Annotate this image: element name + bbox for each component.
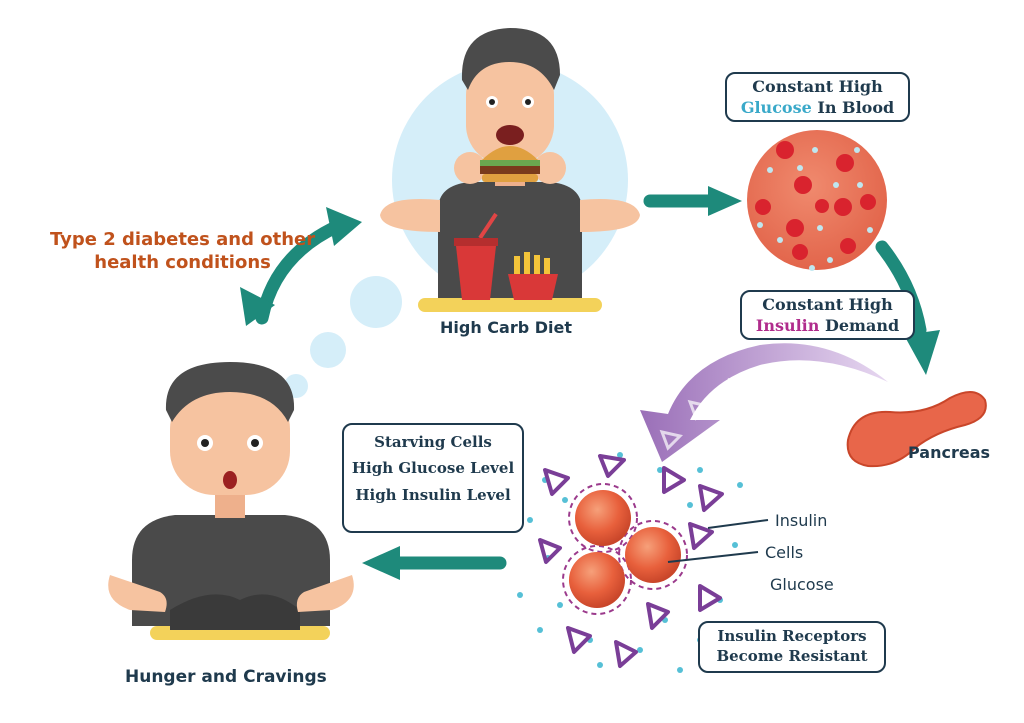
fries-icon xyxy=(508,252,558,300)
insulin-demand-box: Constant High Insulin Demand xyxy=(740,290,915,340)
purple-arrow xyxy=(640,343,888,462)
type2-line-2: health conditions xyxy=(94,252,271,274)
starving-line-1: Starving Cells xyxy=(374,433,492,451)
glucose-box-line-1: Constant High xyxy=(752,77,883,96)
mouth-bottom xyxy=(223,471,237,489)
hand-left xyxy=(454,152,486,184)
hair xyxy=(461,28,560,90)
thought-bubbles xyxy=(284,276,402,398)
right-arm xyxy=(580,199,640,232)
insulin-receptors-box: Insulin Receptors Become Resistant xyxy=(698,621,886,673)
glucose-particles xyxy=(757,147,873,271)
table-top xyxy=(418,298,602,312)
insulin-pointer xyxy=(707,519,769,529)
pancreas-label: Pancreas xyxy=(908,443,991,462)
receptors-line-1: Insulin Receptors xyxy=(717,627,867,645)
drink-icon xyxy=(454,212,498,300)
receptor-ring-2 xyxy=(618,520,688,590)
glucose-box-line-2: In Blood xyxy=(811,97,895,117)
insulin-box-line-1: Constant High xyxy=(762,295,893,314)
head xyxy=(466,55,554,165)
left-arm xyxy=(380,199,440,232)
head-bottom xyxy=(170,385,290,495)
type2-line-1: Type 2 diabetes and other xyxy=(50,229,316,250)
glucose-label: Glucose xyxy=(770,575,834,594)
hair-bottom xyxy=(165,362,295,422)
cell-1 xyxy=(575,490,631,546)
blood-sample xyxy=(747,130,887,271)
insulin-box-line-2: Demand xyxy=(819,315,900,335)
starving-line-3: High Insulin Level xyxy=(355,485,511,504)
glucose-in-blood-box: Constant High Glucose In Blood xyxy=(725,72,910,122)
arrow-blood-to-pancreas xyxy=(875,240,940,375)
mouth xyxy=(496,125,524,145)
right-hand xyxy=(296,575,354,612)
high-carb-figure xyxy=(380,28,640,312)
glucose-highlight: Glucose xyxy=(740,97,812,117)
cell-3 xyxy=(569,552,625,608)
hunger-label: Hunger and Cravings xyxy=(125,667,327,687)
insulin-label: Insulin xyxy=(775,511,828,530)
red-blood-cells xyxy=(755,141,876,260)
insulin-highlight: Insulin xyxy=(755,315,820,335)
receptor-ring-3 xyxy=(562,545,632,615)
starving-line-2: High Glucose Level xyxy=(351,459,515,478)
cells-cluster xyxy=(517,452,769,673)
receptors-line-2: Become Resistant xyxy=(716,646,868,665)
arrow-cells-to-hunger xyxy=(362,546,507,580)
receptor-ring-1 xyxy=(568,483,638,553)
starving-cells-box: Starving Cells High Glucose Level High I… xyxy=(342,423,524,533)
hand-right xyxy=(534,152,566,184)
type2-diabetes-label: Type 2 diabetes and other health conditi… xyxy=(50,228,315,275)
arrow-diet-to-blood xyxy=(643,186,742,216)
burger-icon xyxy=(480,146,540,182)
high-carb-diet-label: High Carb Diet xyxy=(440,318,573,337)
left-hand xyxy=(108,575,167,612)
cells-pointer xyxy=(667,551,759,563)
cells-label: Cells xyxy=(765,543,804,562)
arrow-double-curved xyxy=(240,207,362,326)
insulin-molecules xyxy=(538,454,724,668)
pancreas-icon xyxy=(846,391,987,468)
cell-2 xyxy=(625,527,681,583)
hungry-figure xyxy=(108,362,354,640)
